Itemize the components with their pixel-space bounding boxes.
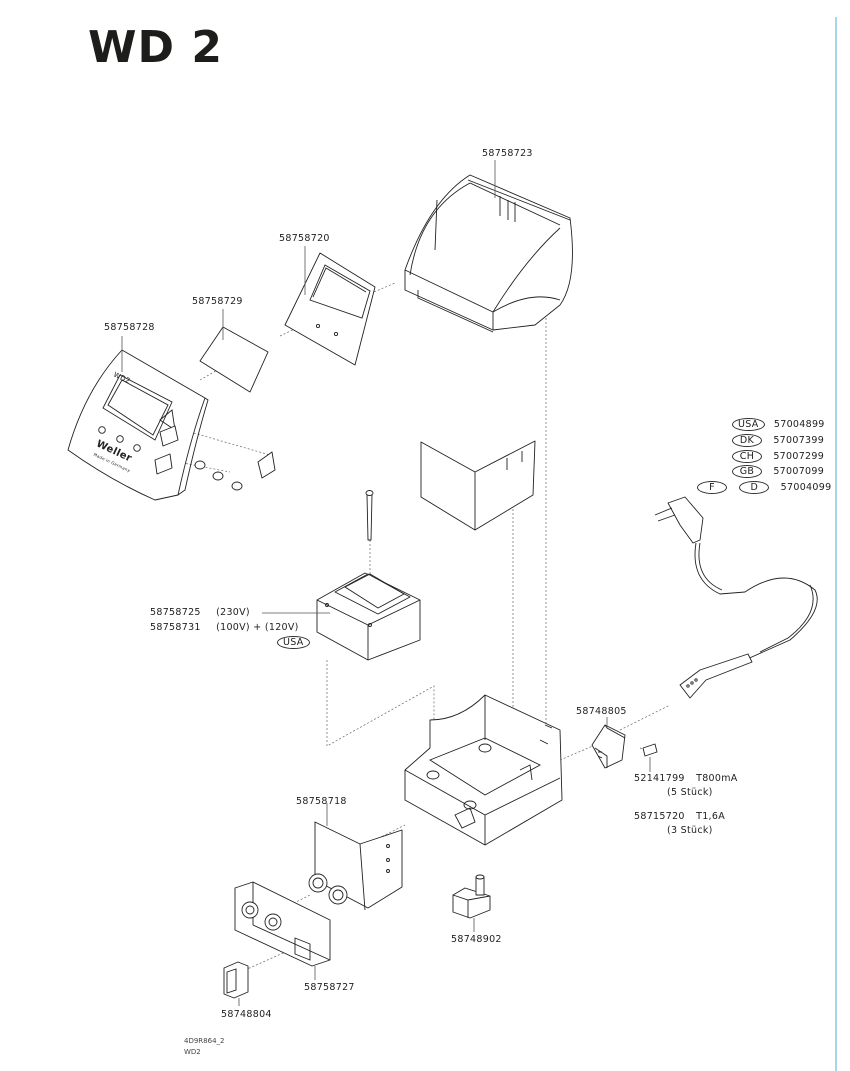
label-fuse-2: 58715720 T1,6A [634, 811, 725, 822]
power-cord-row: USA 57004899 [732, 418, 825, 431]
region-badge: F [697, 481, 727, 494]
label-front-panel: 58758728 [104, 322, 155, 333]
label-fuse-1: 52141799 T800mA [634, 773, 738, 784]
power-cord-part-number: 57004099 [780, 482, 832, 493]
switch-panel-part [234, 881, 331, 980]
front-panel-part [67, 336, 276, 501]
label-power-socket: 58748805 [576, 706, 627, 717]
power-cord-part-number: 57007099 [773, 466, 825, 477]
label-transformer-230v: 58758725 (230V) [150, 607, 250, 618]
base-chassis-part [404, 694, 563, 846]
power-socket-part [591, 717, 626, 769]
divider-sheet-part [420, 440, 536, 531]
display-window-part [199, 309, 269, 393]
power-switch-part [223, 961, 249, 1006]
region-badge: GB [732, 465, 762, 478]
fuse-1-part-number: 52141799 [634, 773, 685, 784]
label-display-window: 58758729 [192, 296, 243, 307]
page-edge-rule [835, 17, 837, 1071]
potentiometer-knob-part [452, 874, 491, 932]
transformer-100-120v-part-number: 58758731 [150, 622, 201, 633]
display-frame-part [284, 246, 376, 366]
fuse-2-part-number: 58715720 [634, 811, 685, 822]
power-cord-row: DK 57007399 [732, 434, 824, 447]
fuse-2-rating: T1,6A [696, 811, 726, 822]
footer-drawing-id: 4D9R864_2 [184, 1037, 225, 1045]
label-power-switch: 58748804 [221, 1009, 272, 1020]
label-potentiometer-knob: 58748902 [451, 934, 502, 945]
fuse-part [642, 743, 658, 772]
transformer-region-badge: USA [277, 636, 310, 649]
label-housing-cover: 58758723 [482, 148, 533, 159]
power-cord-part [654, 496, 818, 699]
power-cord-row: F D 57004099 [697, 481, 831, 494]
housing-cover-part [404, 160, 573, 333]
region-badge: CH [732, 450, 762, 463]
fuse-1-quantity: (5 Stück) [667, 787, 713, 798]
power-cord-row: CH 57007299 [732, 450, 824, 463]
power-cord-row: GB 57007099 [732, 465, 824, 478]
control-board-part [308, 803, 403, 911]
transformer-230v-part-number: 58758725 [150, 607, 201, 618]
transformer-230v-voltage: (230V) [216, 607, 250, 618]
label-display-frame: 58758720 [279, 233, 330, 244]
fuse-1-rating: T800mA [696, 773, 738, 784]
fuse-2-quantity: (3 Stück) [667, 825, 713, 836]
screw-part [365, 490, 374, 541]
transformer-100-120v-voltage: (100V) + (120V) [216, 622, 299, 633]
power-cord-part-number: 57007299 [773, 451, 825, 462]
region-badge: DK [732, 434, 762, 447]
label-transformer-100-120v: 58758731 (100V) + (120V) [150, 622, 299, 633]
region-badge: USA [732, 418, 765, 431]
page-title: WD 2 [88, 22, 223, 73]
power-cord-part-number: 57004899 [773, 419, 825, 430]
label-control-board: 58758718 [296, 796, 347, 807]
region-badge: D [739, 481, 770, 494]
transformer-part [262, 572, 421, 661]
label-switch-panel: 58758727 [304, 982, 355, 993]
footer-model: WD2 [184, 1048, 201, 1056]
power-cord-part-number: 57007399 [773, 435, 825, 446]
